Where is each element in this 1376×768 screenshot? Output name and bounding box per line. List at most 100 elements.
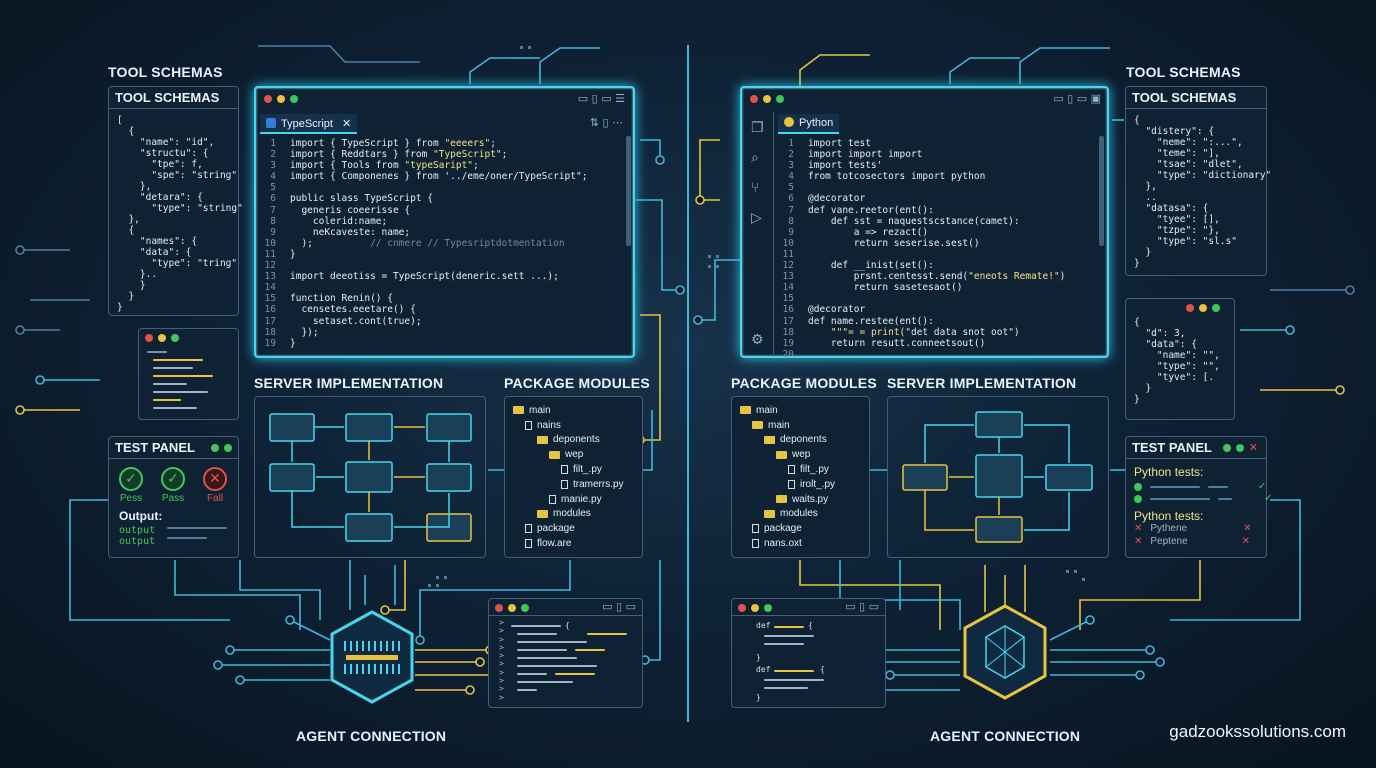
source-control-icon[interactable]: ⑂: [751, 180, 760, 196]
tree-item[interactable]: flow.are: [513, 536, 624, 551]
tab-close-icon[interactable]: ✕: [342, 118, 352, 130]
minimize-dot[interactable]: [751, 604, 759, 612]
search-icon[interactable]: ⌕: [751, 150, 759, 166]
file-icon: [561, 465, 568, 475]
maximize-dot[interactable]: [290, 95, 298, 103]
tree-item[interactable]: nains: [513, 418, 624, 433]
files-icon[interactable]: ❐: [751, 120, 764, 136]
code-line: 10 return seserise.sest(): [782, 237, 980, 249]
tree-item[interactable]: package: [740, 521, 835, 536]
tree-item[interactable]: wep: [740, 447, 835, 462]
code-text: from totcosectors import python: [808, 171, 986, 183]
file-icon: [525, 539, 532, 549]
json-line: "tyee": [],: [1134, 214, 1220, 225]
tree-item[interactable]: filt_.py: [740, 462, 835, 477]
tree-item[interactable]: manie.py: [513, 492, 624, 507]
maximize-dot[interactable]: [1212, 304, 1220, 312]
minimize-dot[interactable]: [158, 334, 166, 342]
json-schema: { "distery": { "neme": ":...", "teme": "…: [1134, 115, 1271, 269]
code-text: return sasetesaot(): [808, 282, 963, 294]
json-line: "tyve": [.: [1134, 372, 1215, 383]
minimize-dot[interactable]: [277, 95, 285, 103]
json-line: "detara": {: [117, 192, 203, 203]
test-result-1[interactable]: ✓Pess: [119, 467, 143, 504]
maximize-dot[interactable]: [171, 334, 179, 342]
window-controls-icon[interactable]: ▭ ▯ ▭ ☰: [577, 92, 625, 105]
tree-item[interactable]: package: [513, 521, 624, 536]
tab-python[interactable]: Python: [778, 114, 840, 134]
tree-item[interactable]: wep: [513, 447, 624, 462]
watermark: gadzookssolutions.com: [1169, 722, 1346, 741]
close-dot[interactable]: [738, 604, 746, 612]
tree-item[interactable]: waits.py: [740, 492, 835, 507]
window-controls-icon[interactable]: ▭ ▯ ▭: [602, 600, 636, 613]
code-snippet-panel-left: [138, 328, 239, 420]
test-result-2[interactable]: ✓Pass: [161, 467, 185, 504]
close-icon[interactable]: ✕: [1248, 441, 1258, 454]
tree-item[interactable]: filt_.py: [513, 462, 624, 477]
json-line: }: [1134, 383, 1152, 394]
run-debug-icon[interactable]: ▷: [751, 210, 762, 226]
scrollbar[interactable]: [1099, 136, 1104, 246]
json-schema: [ { "name": "id", "structu": { "tpe": f,…: [117, 115, 243, 313]
tree-item[interactable]: nans.oxt: [740, 536, 835, 551]
json-line: "name": "",: [1134, 350, 1220, 361]
tree-item[interactable]: modules: [740, 507, 835, 522]
window-controls-icon[interactable]: ▭ ▯ ▭: [845, 600, 879, 613]
flow-diagram-right: [902, 411, 1093, 543]
code-text: return resutt.conneetsout(): [808, 337, 986, 349]
tree-item[interactable]: main: [740, 403, 835, 418]
minimize-dot[interactable]: [1199, 304, 1207, 312]
keyword-def: def: [756, 621, 771, 630]
json-line: {: [1134, 317, 1140, 328]
code-text: });: [290, 326, 319, 338]
tab-typescript[interactable]: TypeScript ✕: [260, 114, 358, 134]
maximize-dot[interactable]: [776, 95, 784, 103]
code-line: 16 censetes.eeetare() {: [264, 304, 416, 316]
maximize-dot[interactable]: [521, 604, 529, 612]
tree-item[interactable]: main: [513, 403, 624, 418]
minimize-dot[interactable]: [508, 604, 516, 612]
code-text: neKcaveste: name;: [290, 226, 411, 238]
close-dot[interactable]: [145, 334, 153, 342]
tree-item[interactable]: tramerrs.py: [513, 477, 624, 492]
cross-icon: ✕: [203, 467, 227, 491]
maximize-dot[interactable]: [764, 604, 772, 612]
activity-bar: ❐ ⌕ ⑂ ▷ ⚙: [742, 112, 774, 356]
code-text: import deeotiss = TypeScript(deneric.set…: [290, 271, 559, 283]
test-line-fail: ✕Pythene✕: [1134, 523, 1252, 534]
code-text: import { Tools from "typeSaript";: [290, 160, 479, 172]
tree-item[interactable]: deponents: [513, 433, 624, 448]
json-line: {: [117, 126, 135, 137]
code-line: 11}: [264, 248, 296, 260]
tree-item[interactable]: irolt_.py: [740, 477, 835, 492]
split-editor-icon[interactable]: ⇅ ▯ ⋯: [589, 116, 623, 129]
status-dot: [1223, 444, 1231, 452]
file-icon: [561, 479, 568, 489]
tree-item[interactable]: deponents: [740, 433, 835, 448]
scrollbar[interactable]: [626, 136, 631, 246]
tree-item[interactable]: main: [740, 418, 835, 433]
code-line: 7 generis coeerisse {: [270, 204, 411, 216]
close-dot[interactable]: [264, 95, 272, 103]
close-dot[interactable]: [495, 604, 503, 612]
test-result-3[interactable]: ✕Fall: [203, 467, 227, 504]
close-dot[interactable]: [750, 95, 758, 103]
code-line: 9 neKcaveste: name;: [270, 226, 411, 238]
gear-icon[interactable]: ⚙: [751, 332, 764, 348]
panel-title: TEST PANEL: [109, 437, 238, 459]
close-dot[interactable]: [1186, 304, 1194, 312]
check-icon: ✓: [161, 467, 185, 491]
minimize-dot[interactable]: [763, 95, 771, 103]
window-controls-icon[interactable]: ▭ ▯ ▭ ▣: [1053, 92, 1101, 105]
json-line: "names": {: [117, 236, 198, 247]
tree-item[interactable]: modules: [513, 507, 624, 522]
typescript-icon: [266, 118, 276, 128]
